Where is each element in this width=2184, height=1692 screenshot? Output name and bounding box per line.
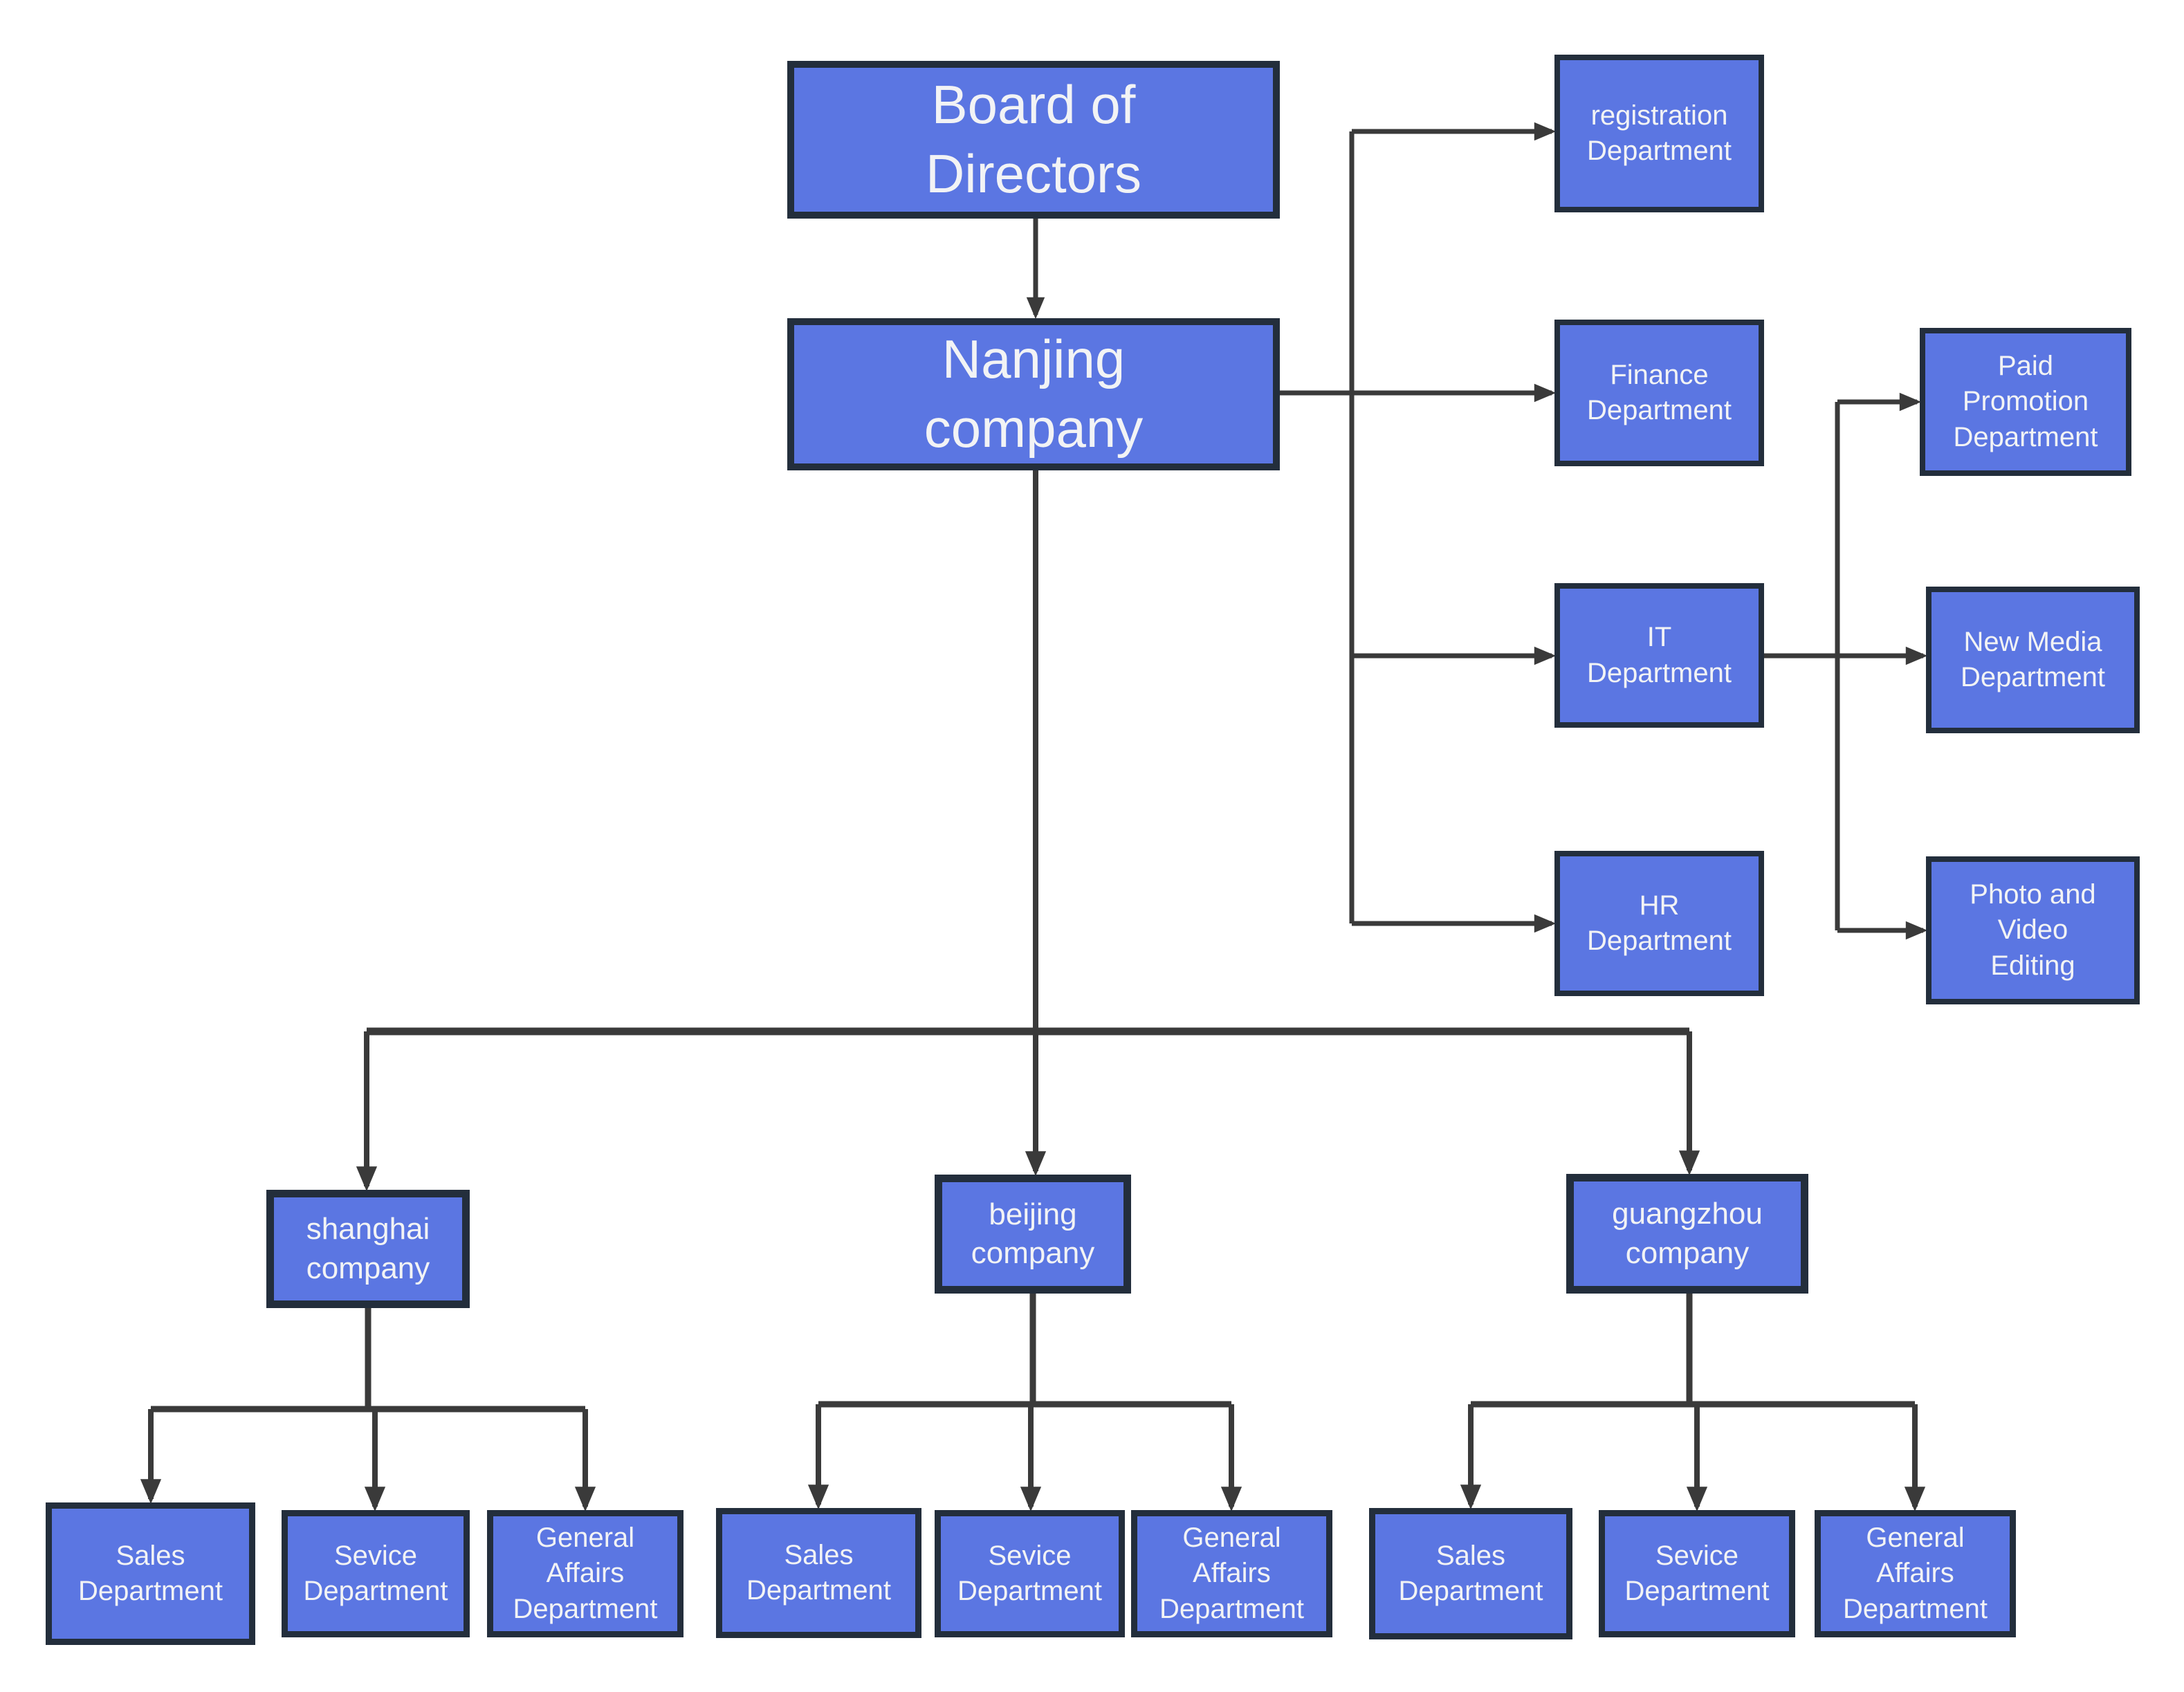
node-label-line: General [1866, 1523, 1965, 1554]
node-label-line: company [306, 1251, 430, 1285]
node-label-line: General [1182, 1523, 1281, 1554]
node-label-line: Editing [1990, 950, 2075, 981]
node-label-line: Department [1587, 926, 1732, 956]
node-label-line: Sevice [1655, 1540, 1739, 1571]
node-hr-department: HR Department [1554, 851, 1764, 996]
node-label-line: Department [513, 1593, 658, 1624]
node-it-department: IT Department [1554, 583, 1764, 728]
node-label-line: company [971, 1236, 1095, 1270]
node-label-line: Affairs [546, 1558, 625, 1589]
node-label-line: Finance [1610, 359, 1709, 390]
node-beijing-company: beijing company [935, 1175, 1131, 1294]
node-label-line: Directors [925, 143, 1142, 204]
node-label-line: HR [1639, 890, 1680, 921]
node-label-line: Affairs [1193, 1558, 1271, 1589]
node-label-line: beijing [989, 1197, 1077, 1231]
node-nanjing-company: Nanjing company [787, 318, 1280, 470]
node-label-line: Department [957, 1576, 1102, 1606]
node-label-line: Department [1953, 421, 2098, 452]
node-label-line: Department [1624, 1576, 1770, 1606]
node-label-line: General [535, 1523, 635, 1554]
node-label-line: Department [1961, 662, 2105, 692]
node-label-line: Sales [784, 1539, 854, 1570]
node-label-line: Department [1843, 1593, 1988, 1624]
node-shanghai-company: shanghai company [266, 1190, 470, 1308]
node-label-line: Video [1997, 914, 2068, 946]
node-label-line: Sales [1435, 1540, 1506, 1571]
node-label-line: registration [1590, 100, 1728, 131]
node-label-line: Promotion [1962, 386, 2089, 417]
node-label-line: Nanjing [942, 329, 1126, 390]
node-label-line: Department [746, 1575, 891, 1606]
node-label-line: guangzhou [1612, 1197, 1763, 1231]
node-label-line: New Media [1963, 626, 2102, 657]
node-board-of-directors: Board of Directors [787, 61, 1280, 219]
node-label-line: Department [1159, 1593, 1304, 1624]
node-label-line: Photo and [1970, 879, 2096, 910]
node-label-line: Sevice [333, 1540, 418, 1571]
node-label-line: company [924, 398, 1144, 459]
node-label-line: Department [303, 1576, 448, 1606]
node-label-line: Sevice [988, 1540, 1072, 1571]
node-label-line: Department [78, 1576, 223, 1606]
node-label-line: Paid [1997, 351, 2054, 382]
node-label-line: shanghai [306, 1212, 430, 1247]
node-label-line: Board of [931, 74, 1136, 136]
node-label-line: Affairs [1876, 1558, 1954, 1589]
node-guangzhou-company: guangzhou company [1566, 1174, 1808, 1294]
node-label-line: Department [1587, 657, 1732, 688]
node-label-line: company [1625, 1235, 1750, 1270]
node-label-line: Department [1587, 136, 1732, 166]
node-label-line: Department [1398, 1576, 1543, 1606]
node-label-line: Sales [116, 1540, 185, 1571]
node-label-line: Department [1587, 395, 1732, 425]
node-label-line: IT [1646, 622, 1672, 653]
